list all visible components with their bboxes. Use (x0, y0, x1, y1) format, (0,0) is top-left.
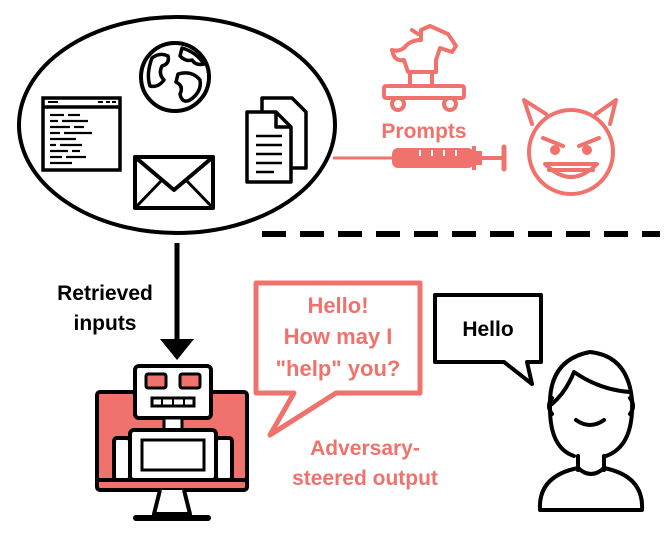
robot-monitor-icon (95, 364, 249, 521)
envelope-icon (133, 155, 215, 210)
injection-attack: Prompts (333, 24, 618, 196)
data-source-pool (17, 15, 337, 235)
terminal-window-icon (41, 96, 122, 172)
adversary-output-label-line1: Adversary- (310, 437, 420, 460)
retrieved-inputs-label-line2: inputs (74, 312, 137, 335)
assistant-speech-bubble: Hello! How may I "help" you? (253, 280, 423, 438)
user-speech-bubble: Hello (433, 293, 543, 386)
assistant-bubble-line3: "help" you? (276, 356, 401, 381)
trojan-horse-icon (382, 24, 466, 112)
user-icon (537, 350, 645, 512)
prompts-label: Prompts (381, 120, 466, 143)
documents-icon (245, 96, 308, 184)
retrieved-inputs-arrow (160, 243, 194, 360)
retrieved-inputs-label-line1: Retrieved (57, 282, 153, 305)
assistant-bubble-line2: How may I (284, 324, 393, 349)
assistant-bubble-line1: Hello! (307, 293, 368, 318)
devil-face-icon (522, 98, 618, 196)
globe-icon (139, 41, 211, 113)
adversary-output-label-line2: steered output (292, 467, 438, 490)
syringe-icon (392, 144, 507, 172)
user-bubble-text: Hello (462, 318, 513, 341)
